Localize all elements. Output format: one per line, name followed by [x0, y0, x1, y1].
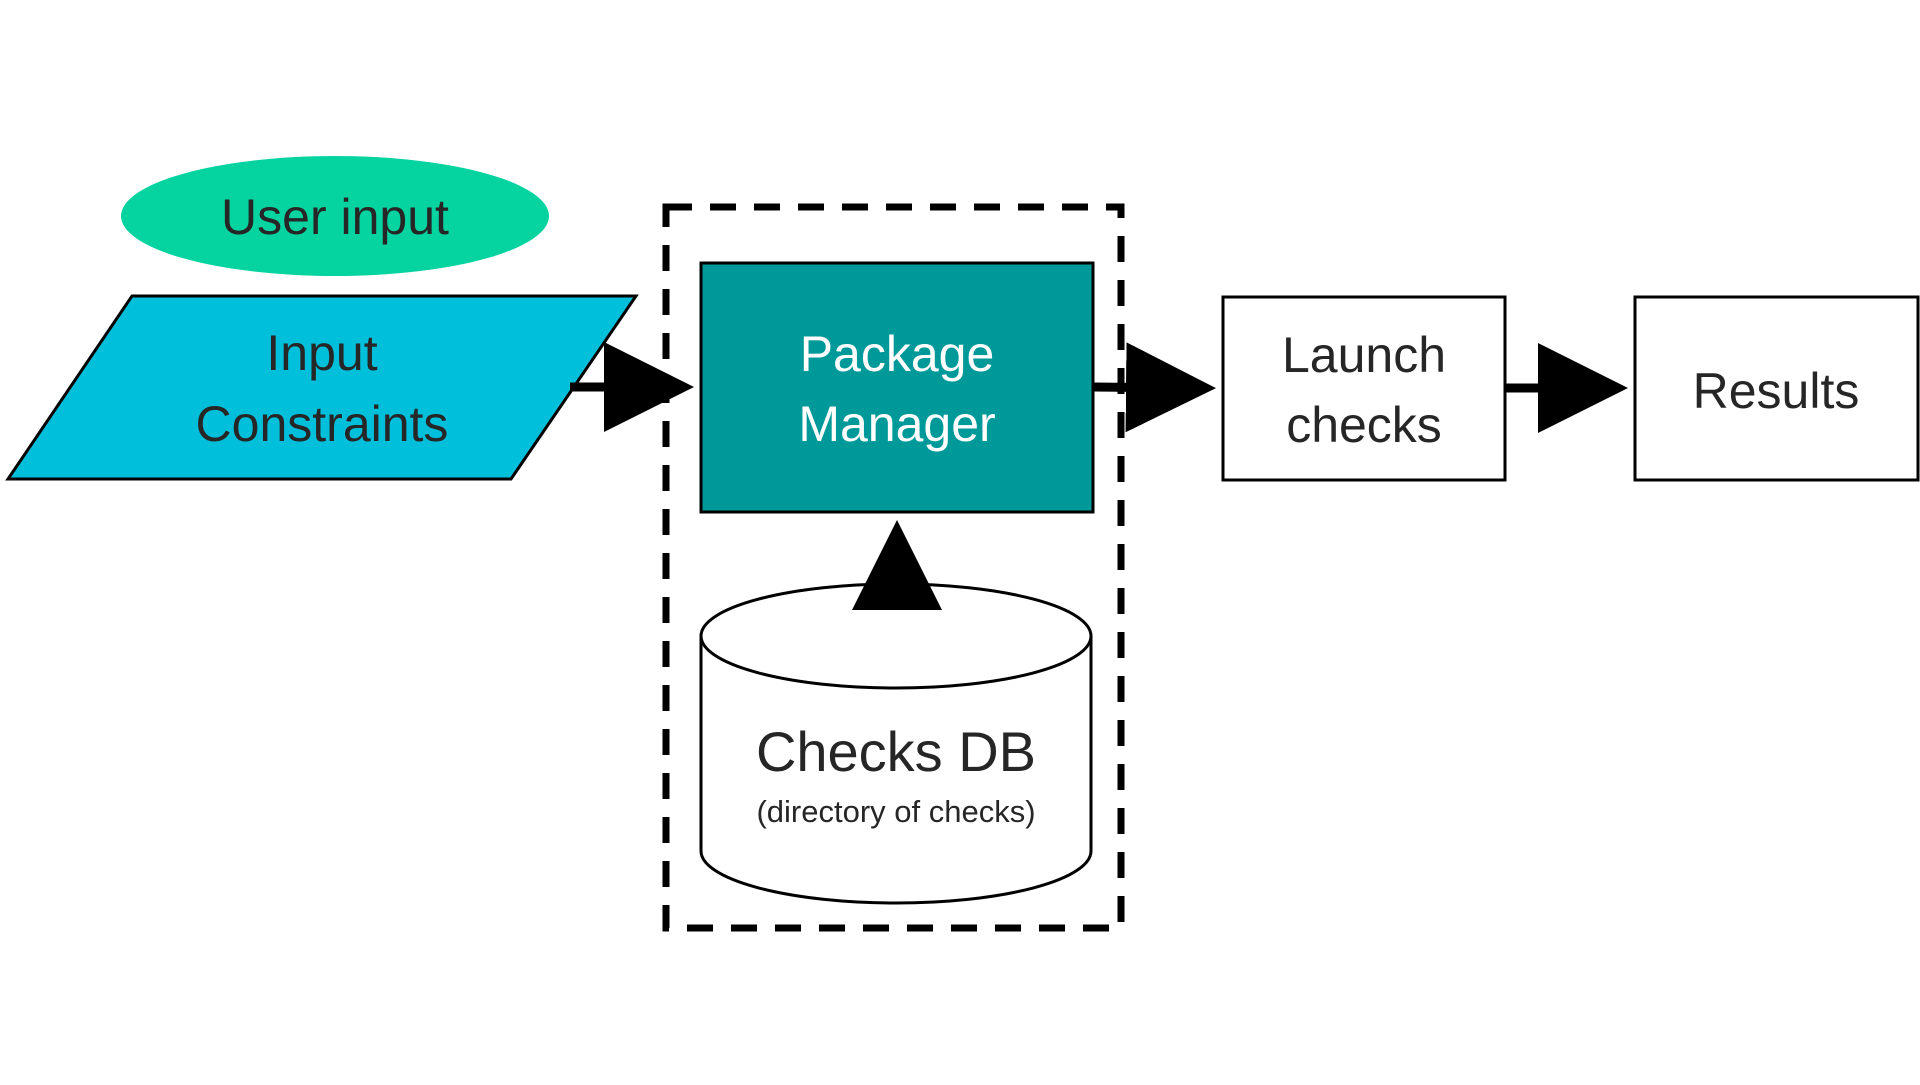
package-manager-box — [699, 261, 1095, 514]
input-constraints-parallelogram — [5, 294, 639, 481]
launch-checks-box — [1221, 295, 1507, 482]
input-constraints-label-line1: Input — [266, 325, 377, 381]
checks-db-node: Checks DB (directory of checks) — [699, 582, 1093, 905]
package-manager-label-line2: Manager — [798, 396, 995, 452]
user-input-label: User input — [221, 189, 449, 245]
arrow-package-manager-to-launch-checks — [1092, 342, 1216, 433]
results-box — [1633, 295, 1920, 482]
checks-db-subtitle: (directory of checks) — [756, 794, 1035, 829]
checks-db-title: Checks DB — [756, 720, 1036, 783]
input-constraints-label-line2: Constraints — [196, 396, 449, 452]
user-input-node: User input — [121, 156, 549, 276]
results-label: Results — [1693, 363, 1860, 419]
launch-checks-label-line1: Launch — [1282, 327, 1446, 383]
launch-checks-label-line2: checks — [1286, 397, 1442, 453]
package-manager-node: Package Manager — [699, 261, 1095, 514]
package-group-boundary — [662, 203, 1125, 932]
launch-checks-node: Launch checks — [1221, 295, 1507, 482]
checks-db-cylinder-top — [699, 582, 1093, 690]
package-manager-label-line1: Package — [800, 326, 995, 382]
results-node: Results — [1633, 295, 1920, 482]
checks-db-cylinder-body — [699, 636, 1093, 905]
input-constraints-node: Input Constraints — [5, 294, 639, 481]
user-input-ellipse — [121, 156, 549, 276]
